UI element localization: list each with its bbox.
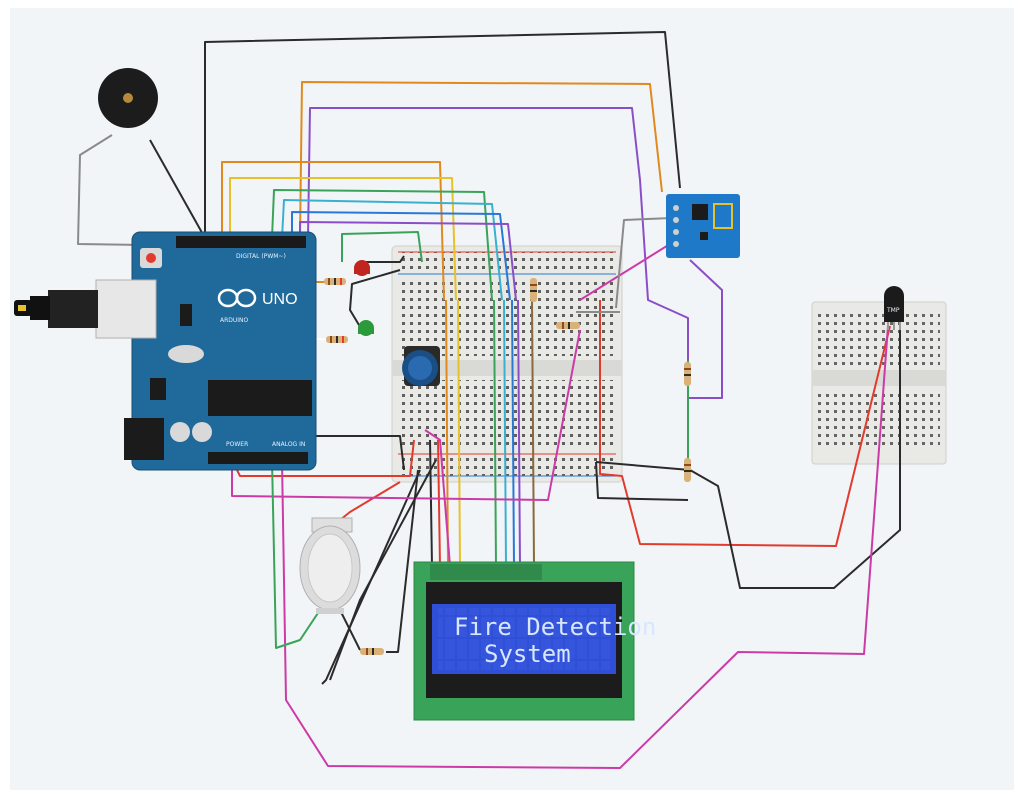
usb-chip — [180, 304, 192, 326]
power-analog-header[interactable] — [208, 452, 308, 464]
analog-label: ANALOG IN — [272, 441, 305, 448]
resistor-icon[interactable] — [530, 278, 537, 302]
voltage-regulator — [150, 378, 166, 400]
arduino-logo — [217, 288, 257, 308]
lcd-pin-header — [430, 564, 542, 580]
capacitor-2 — [192, 422, 212, 442]
arduino-model-label: UNO — [262, 291, 298, 308]
main-breadboard[interactable] — [391, 245, 623, 483]
digital-label: DIGITAL (PWM~) — [236, 253, 286, 260]
reset-button-cap — [146, 253, 156, 263]
resistor-icon[interactable] — [556, 322, 580, 329]
temperature-sensor-label: TMP — [886, 307, 900, 314]
resistor-icon[interactable] — [684, 362, 691, 386]
crystal-oscillator — [168, 345, 204, 363]
lcd-line-1: Fire Detection — [454, 613, 656, 641]
power-jack[interactable] — [124, 418, 164, 460]
led-green-icon[interactable] — [358, 320, 374, 336]
led-red-icon[interactable] — [354, 260, 370, 276]
buzzer-icon[interactable] — [98, 68, 158, 128]
resistor-icon[interactable] — [324, 278, 346, 285]
atmega-chip — [208, 380, 312, 416]
wires — [77, 31, 901, 769]
wifi-module-icon[interactable] — [666, 194, 740, 258]
resistor-icon[interactable] — [684, 458, 691, 482]
resistor-icon[interactable] — [326, 336, 348, 343]
arduino-uno-board[interactable]: ARDUINO UNO DIGITAL (PWM~) POWER ANALOG … — [124, 231, 317, 471]
potentiometer-icon[interactable] — [402, 346, 440, 386]
usb-connector-icon[interactable] — [14, 279, 157, 339]
power-label: POWER — [226, 441, 248, 448]
digital-header[interactable] — [176, 236, 306, 248]
gas-sensor-icon[interactable] — [299, 517, 361, 614]
lcd-line-2: System — [484, 640, 571, 668]
resistor-icon[interactable] — [360, 648, 384, 655]
lcd-display[interactable]: Fire Detection System — [413, 561, 656, 721]
capacitor-1 — [170, 422, 190, 442]
temperature-sensor-icon[interactable]: TMP — [884, 286, 904, 330]
arduino-brand-label: ARDUINO — [220, 317, 249, 324]
